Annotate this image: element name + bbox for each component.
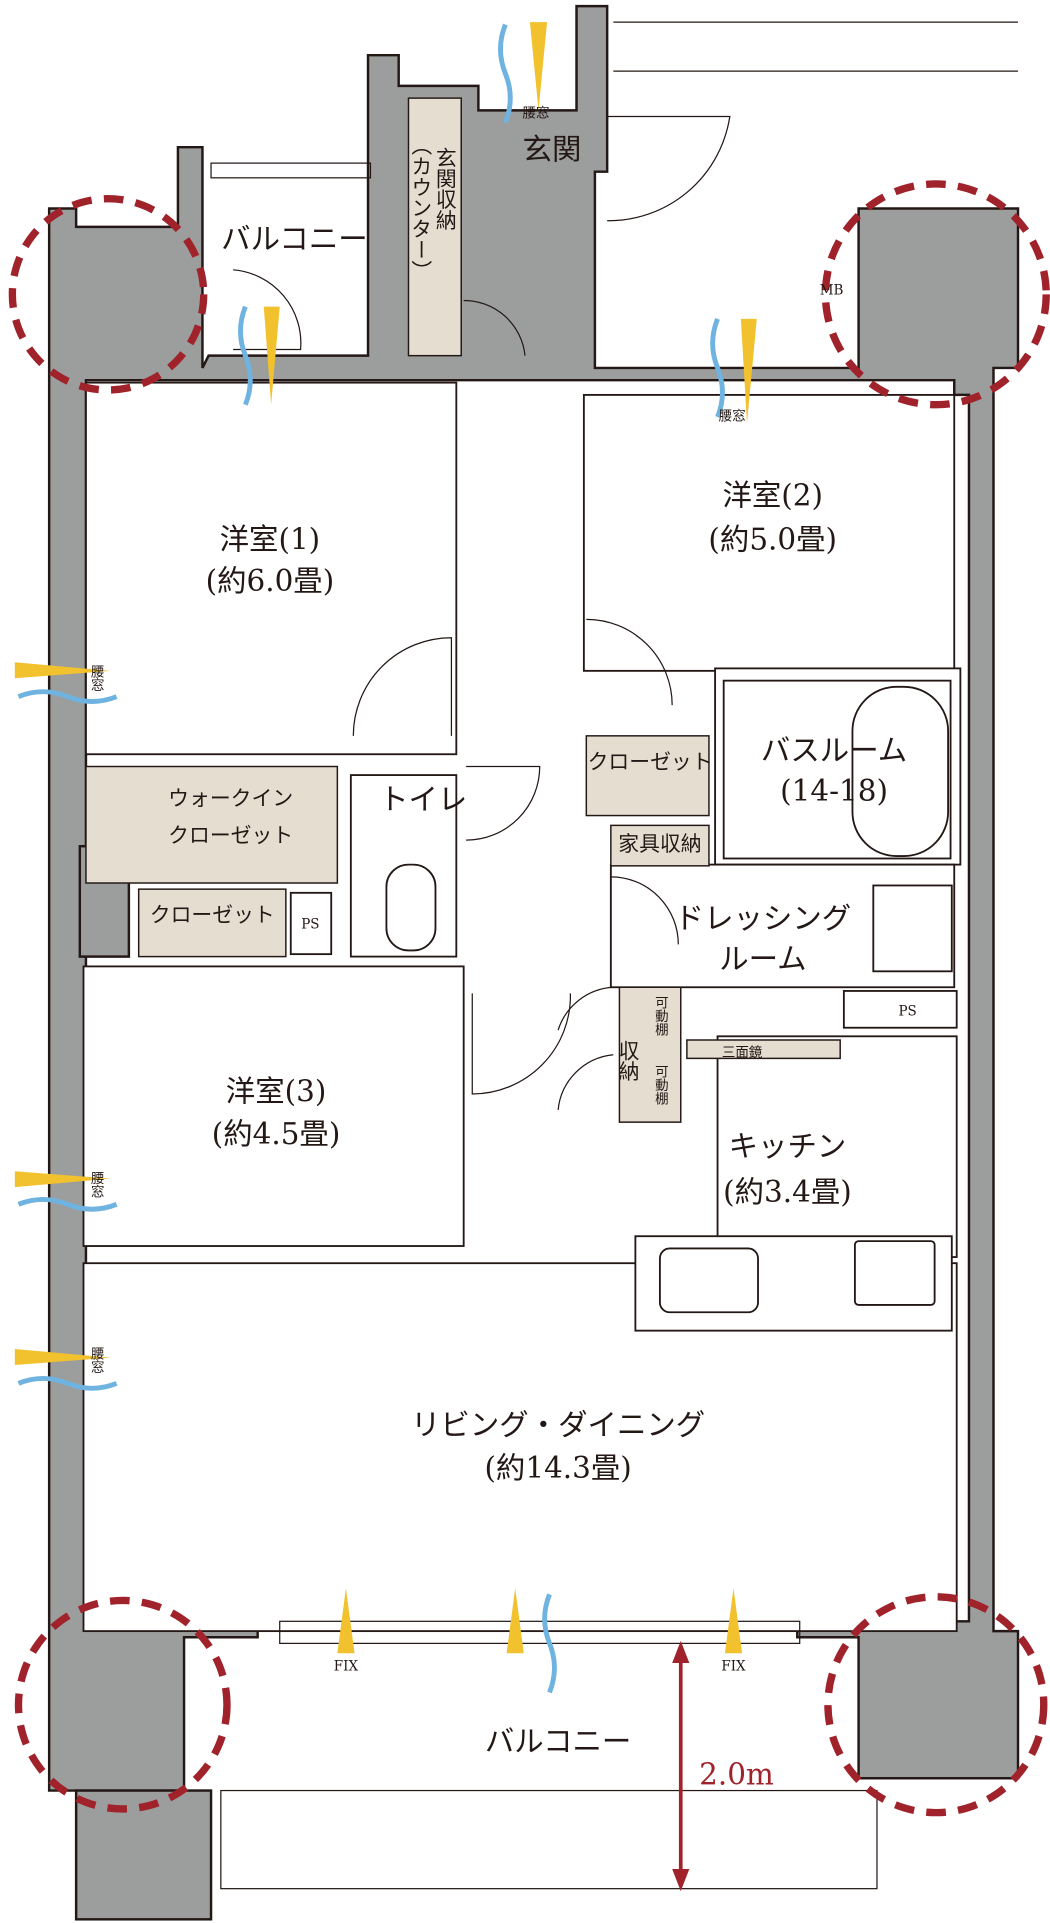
walkin-closet-label-2: クローゼット — [168, 824, 293, 848]
bathroom-label: バスルーム — [761, 733, 907, 767]
living-dining-size: (約14.3畳) — [484, 1451, 631, 1485]
western3-label: 洋室(3) — [226, 1074, 327, 1108]
mb-label: MB — [820, 282, 844, 298]
wind-icon — [710, 317, 725, 418]
living-dining-label: リビング・ダイニング — [411, 1408, 705, 1442]
ps-right-label: PS — [898, 1003, 916, 1019]
toilet-label: トイレ — [379, 782, 467, 816]
western2-size: (約5.0畳) — [708, 522, 837, 556]
wind-icon — [17, 1196, 118, 1212]
sunlight-icon — [14, 662, 111, 679]
waist-window-label: 腰窓 — [88, 1347, 105, 1374]
doors — [233, 115, 731, 1110]
dressing-room-label-1: ドレッシング — [675, 901, 852, 935]
fix-window-label: FIX — [334, 1658, 359, 1674]
sunlight-icon — [263, 306, 280, 405]
entrance-label: 玄関 — [523, 132, 582, 166]
waist-window-label: 腰窓 — [88, 665, 105, 692]
wind-icon — [498, 23, 513, 124]
fix-window-label: FIX — [721, 1658, 746, 1674]
entrance-storage-sub-label: （カウンター） — [409, 135, 433, 281]
sunlight-icon — [724, 1588, 743, 1654]
sunlight-icon — [14, 1349, 111, 1365]
dressing-room-label-2: ルーム — [719, 942, 806, 976]
western2-label: 洋室(2) — [722, 478, 823, 512]
waist-window-label: 腰窓 — [719, 408, 746, 425]
ventilation-icons — [14, 22, 757, 1694]
room-labels: バルコニー 玄関 玄関収納 （カウンター） MB 腰窓 腰窓 腰窓 腰窓 腰窓 … — [88, 105, 917, 1792]
closet-right-label: クローゼット — [588, 750, 713, 774]
balcony-depth-label: 2.0m — [699, 1757, 774, 1791]
waist-window-label: 腰窓 — [523, 105, 550, 122]
wind-icon — [17, 1376, 118, 1391]
closet-left-label: クローゼット — [150, 903, 275, 927]
wind-icon — [238, 305, 253, 406]
entrance-storage-label: 玄関収納 — [433, 147, 457, 230]
balcony-bottom-label: バルコニー — [485, 1724, 632, 1758]
kitchen-size: (約3.4畳) — [723, 1175, 852, 1209]
sunlight-icon — [740, 318, 757, 424]
movable-shelf-label: 可動棚 — [652, 996, 669, 1037]
wind-icon — [542, 1593, 557, 1694]
western1-size: (約6.0畳) — [206, 564, 335, 598]
storage-label: 収納 — [616, 1040, 640, 1082]
sunlight-icon — [337, 1588, 355, 1654]
wind-icon — [17, 689, 118, 704]
sunlight-icon — [14, 1171, 111, 1188]
walls — [47, 4, 1020, 1921]
bathroom-size: (14-18) — [780, 774, 888, 808]
walkin-closet-label-1: ウォークイン — [168, 787, 293, 811]
western1-label: 洋室(1) — [220, 522, 321, 556]
sunlight-icon — [506, 1588, 524, 1654]
rooms — [82, 97, 962, 1633]
sunlight-icon — [529, 22, 548, 111]
furniture-storage-label: 家具収納 — [618, 832, 701, 856]
triple-mirror-label: 三面鏡 — [722, 1045, 763, 1061]
western3-size: (約4.5畳) — [212, 1117, 341, 1151]
balcony-top-label: バルコニー — [221, 222, 368, 256]
balcony-railing — [210, 21, 1019, 1890]
kitchen-label: キッチン — [729, 1129, 847, 1163]
waist-window-label: 腰窓 — [88, 1171, 105, 1198]
balcony-depth-dimension — [672, 1640, 690, 1892]
ps-left-label: PS — [301, 916, 319, 932]
movable-shelf-label: 可動棚 — [652, 1065, 669, 1106]
pillar-highlights — [8, 180, 1050, 1817]
